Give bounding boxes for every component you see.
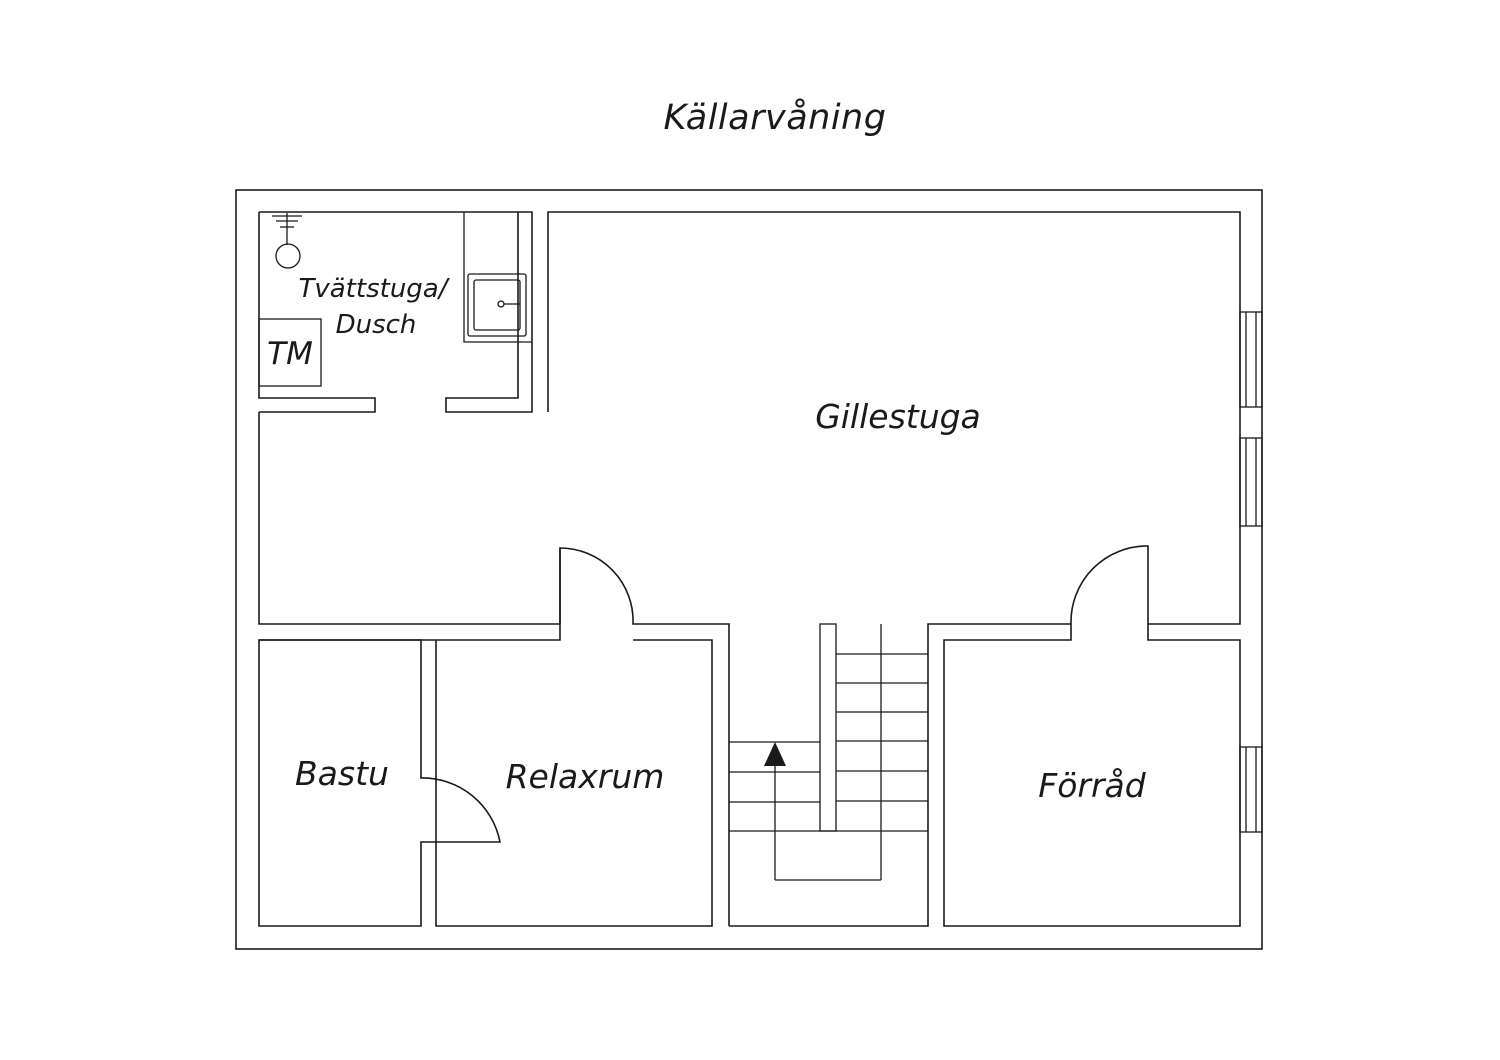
window-icon (1239, 746, 1263, 833)
floor-title: Källarvåning (663, 98, 887, 138)
rec-room-label: Gillestuga (815, 397, 981, 436)
relax-room-wall (435, 639, 713, 927)
partition-wall (259, 548, 561, 641)
window-icon (1239, 437, 1263, 527)
relax-door[interactable] (559, 547, 730, 926)
stair-hall-wall (729, 623, 1071, 927)
storage-wall (943, 624, 1241, 927)
staircase (729, 623, 928, 881)
laundry-label: Tvättstuga/ (298, 274, 450, 304)
outer-wall (235, 189, 1263, 950)
sauna-label: Bastu (295, 754, 389, 793)
rec-room-wall-north (547, 211, 1241, 625)
washing-machine (258, 318, 322, 387)
shower-label: Dusch (336, 310, 417, 340)
laundry-wall (259, 211, 533, 413)
stair-arrow-icon (764, 742, 786, 766)
sink-icon (467, 273, 527, 337)
window-icon (1239, 311, 1263, 408)
relax-room-label: Relaxrum (506, 757, 665, 796)
rec-room-wall-west (258, 412, 560, 625)
sauna-wall (258, 639, 501, 927)
utility-counter (463, 212, 532, 343)
storage-door[interactable] (1070, 545, 1149, 625)
washing-machine-label: TM (267, 336, 313, 372)
storage-label: Förråd (1038, 766, 1147, 805)
shower-icon (272, 213, 302, 269)
